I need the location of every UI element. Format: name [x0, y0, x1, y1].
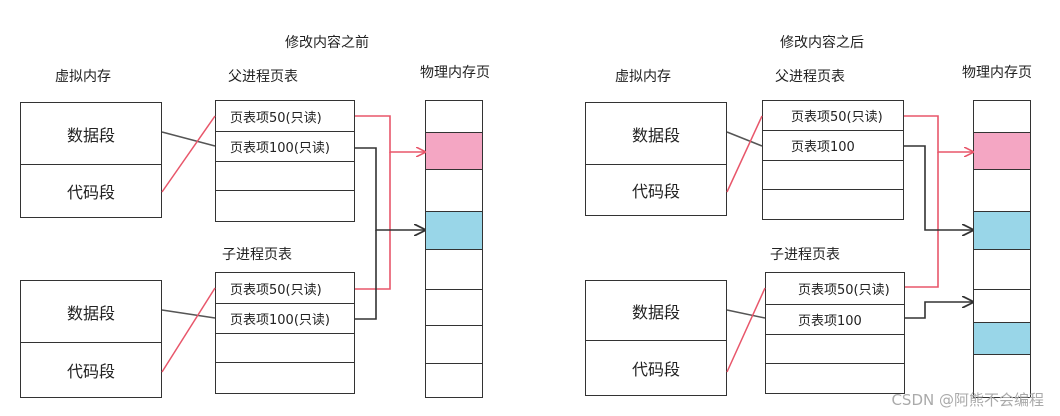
pte-100: 页表项100(只读): [216, 304, 354, 334]
pte-50: 页表项50(只读): [763, 101, 903, 131]
vm-code-to-pte50: [161, 287, 216, 373]
phys-memory-column: [973, 100, 1031, 398]
data-segment: 数据段: [586, 103, 726, 165]
child-page-table: 页表项50(只读) 页表项100(只读): [215, 272, 355, 394]
vm-box-parent: 数据段 代码段: [585, 102, 727, 216]
vm-data-to-pte100: [726, 309, 766, 319]
phys-page-blue: [974, 212, 1030, 250]
pte-100: 页表项100(只读): [216, 132, 354, 162]
vm-data-to-pte100: [161, 131, 216, 147]
phys-page: [426, 170, 482, 212]
phys-page: [974, 250, 1030, 290]
panel-title-before: 修改内容之前: [285, 35, 369, 51]
code-segment: 代码段: [631, 360, 680, 379]
pte50-to-pink: [904, 115, 973, 152]
panel-title-after: 修改内容之后: [780, 35, 864, 51]
vm-data-to-pte100: [161, 309, 216, 319]
phys-page: [426, 101, 482, 133]
child-pte50-to-pink: [355, 152, 391, 290]
pte-100: 页表项100: [763, 131, 903, 161]
pte50-to-pink: [355, 115, 425, 152]
pte-100: 页表项100: [766, 305, 904, 335]
phys-page: [974, 290, 1030, 323]
child-pte50-to-pink: [905, 152, 939, 288]
parent-pt-label: 父进程页表: [228, 69, 298, 85]
vm-label: 虚拟内存: [615, 69, 671, 85]
data-segment: 数据段: [21, 281, 161, 343]
child-pt-label: 子进程页表: [770, 247, 840, 263]
phys-page: [426, 290, 482, 326]
vm-box-child: 数据段 代码段: [20, 280, 162, 398]
phys-mem-label: 物理内存页: [962, 65, 1032, 81]
pte-empty: [766, 335, 904, 364]
vm-box-parent: 数据段 代码段: [20, 102, 162, 218]
phys-mem-label: 物理内存页: [420, 65, 490, 81]
data-segment: 数据段: [21, 103, 161, 165]
phys-page: [426, 250, 482, 290]
code-segment: 代码段: [66, 362, 115, 381]
phys-page-blue: [426, 212, 482, 250]
pte-empty: [216, 162, 354, 191]
pte-50: 页表项50(只读): [216, 101, 354, 132]
pte-50: 页表项50(只读): [766, 273, 904, 305]
parent-page-table: 页表项50(只读) 页表项100: [762, 100, 904, 220]
pte-empty: [216, 334, 354, 363]
phys-page: [974, 101, 1030, 133]
phys-page-blue-copy: [974, 323, 1030, 355]
child-pt-label: 子进程页表: [222, 247, 292, 263]
watermark: CSDN @阿熊不会编程: [891, 391, 1044, 409]
phys-page: [426, 326, 482, 364]
pte100-to-blue: [904, 145, 973, 230]
vm-box-child: 数据段 代码段: [585, 280, 727, 396]
child-pte100-to-blue-copy: [905, 302, 973, 319]
child-pte100-to-blue: [355, 230, 377, 320]
vm-code-to-pte50: [161, 115, 216, 193]
pte-empty: [763, 161, 903, 190]
vm-code-to-pte50: [726, 115, 763, 193]
phys-memory-column: [425, 100, 483, 398]
child-page-table: 页表项50(只读) 页表项100: [765, 272, 905, 394]
vm-data-to-pte100: [726, 131, 763, 147]
parent-page-table: 页表项50(只读) 页表项100(只读): [215, 100, 355, 222]
code-segment: 代码段: [66, 183, 115, 202]
vm-code-to-pte50: [726, 287, 766, 373]
phys-page-pink: [426, 133, 482, 170]
data-segment: 数据段: [586, 281, 726, 341]
phys-page-pink: [974, 133, 1030, 170]
pte100-to-blue: [355, 147, 425, 230]
vm-label: 虚拟内存: [55, 69, 111, 85]
code-segment: 代码段: [631, 182, 680, 201]
phys-page: [974, 170, 1030, 212]
parent-pt-label: 父进程页表: [775, 69, 845, 85]
pte-50: 页表项50(只读): [216, 273, 354, 304]
